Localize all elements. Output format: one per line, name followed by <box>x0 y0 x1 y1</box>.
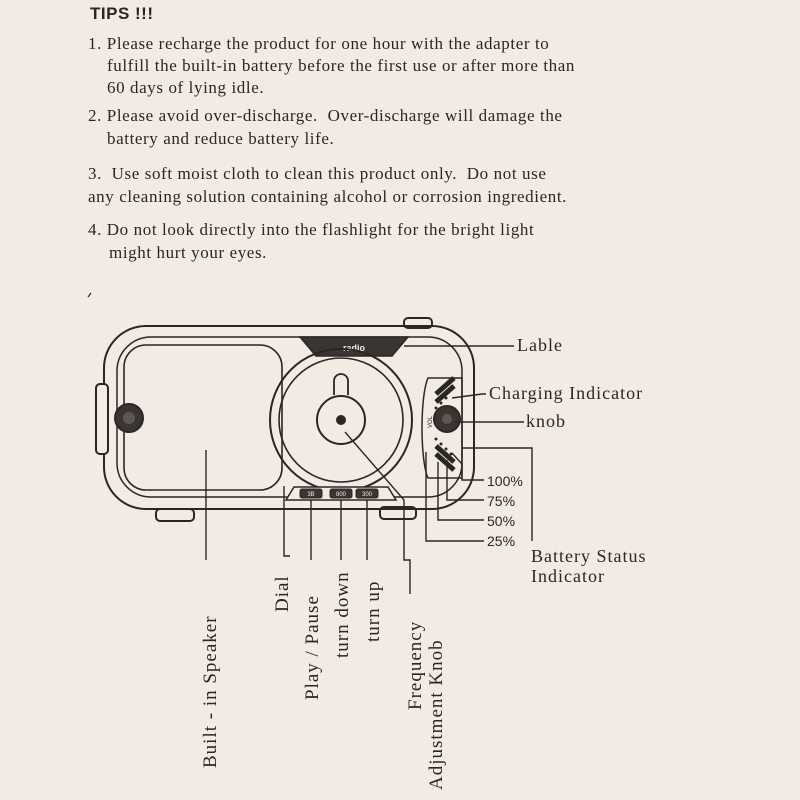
callout-knob: knob <box>526 411 566 431</box>
button-label-1: 3B <box>307 492 314 498</box>
callout-charging-indicator: Charging Indicator <box>489 383 644 403</box>
device-label-text: radio <box>343 343 366 353</box>
tip-3-line-1: 3. Use soft moist cloth to clean this pr… <box>88 164 547 183</box>
leader-75 <box>446 460 484 501</box>
button-label-2: 800 <box>336 492 347 498</box>
right-foot <box>379 506 417 520</box>
callout-dial: Dial <box>272 575 293 612</box>
charging-led-dots <box>434 396 448 410</box>
callout-frequency-line-1: Frequency <box>405 620 426 710</box>
battery-led-dots <box>434 437 453 456</box>
stray-mark <box>87 292 92 298</box>
tip-1-line-2: fulfill the built-in battery before the … <box>107 56 576 75</box>
callout-turn-down: turn down <box>332 571 353 658</box>
speaker-panel <box>123 344 283 491</box>
leader-charging <box>451 393 486 399</box>
handle <box>403 317 433 329</box>
tip-2-line-1: 2. Please avoid over-discharge. Over-dis… <box>88 106 563 125</box>
battery-level-100: 100% <box>487 473 523 489</box>
callout-frequency-line-2: Adjustment Knob <box>426 639 447 790</box>
tip-1-line-1: 1. Please recharge the product for one h… <box>88 34 550 53</box>
battery-level-25: 25% <box>487 533 516 549</box>
callout-leaders <box>205 345 533 594</box>
button-label-3: 300 <box>362 492 373 498</box>
knob-panel <box>421 377 463 479</box>
callout-play-pause: Play / Pause <box>302 595 323 700</box>
callout-battery-status-line-1: Battery Status <box>531 546 647 566</box>
dial-knob-slot <box>333 373 349 395</box>
turn-up-button <box>355 488 379 499</box>
callout-turn-up: turn up <box>363 580 384 642</box>
turn-down-button <box>329 488 353 499</box>
radio-outer-body <box>103 325 475 510</box>
callout-built-in-speaker: Built - in Speaker <box>200 615 221 768</box>
leader-100 <box>451 452 484 481</box>
battery-level-50: 50% <box>487 513 516 529</box>
left-foot <box>155 508 195 522</box>
tip-3-line-2: any cleaning solution containing alcohol… <box>88 187 567 206</box>
tips-title: TIPS !!! <box>90 4 154 23</box>
tip-4-line-1: 4. Do not look directly into the flashli… <box>88 220 535 239</box>
leader-dial <box>283 486 290 557</box>
side-tab <box>95 383 109 455</box>
battery-level-75: 75% <box>487 493 516 509</box>
radio-inner-frame <box>116 336 463 498</box>
tip-2-line-2: battery and reduce battery life. <box>107 129 335 148</box>
leader-frequency <box>344 431 411 594</box>
leader-25 <box>425 452 484 542</box>
vol-text: VOL <box>428 415 434 428</box>
leader-50 <box>437 462 484 521</box>
callout-lable: Lable <box>517 335 563 355</box>
frequency-knob-icon <box>316 395 366 445</box>
tip-4-line-2: might hurt your eyes. <box>109 243 268 262</box>
leader-battery <box>462 447 533 541</box>
play-pause-button <box>299 488 323 499</box>
dial-ring <box>278 357 404 483</box>
tip-1-line-3: 60 days of lying idle. <box>107 78 265 97</box>
callout-battery-status-line-2: Indicator <box>531 566 605 586</box>
